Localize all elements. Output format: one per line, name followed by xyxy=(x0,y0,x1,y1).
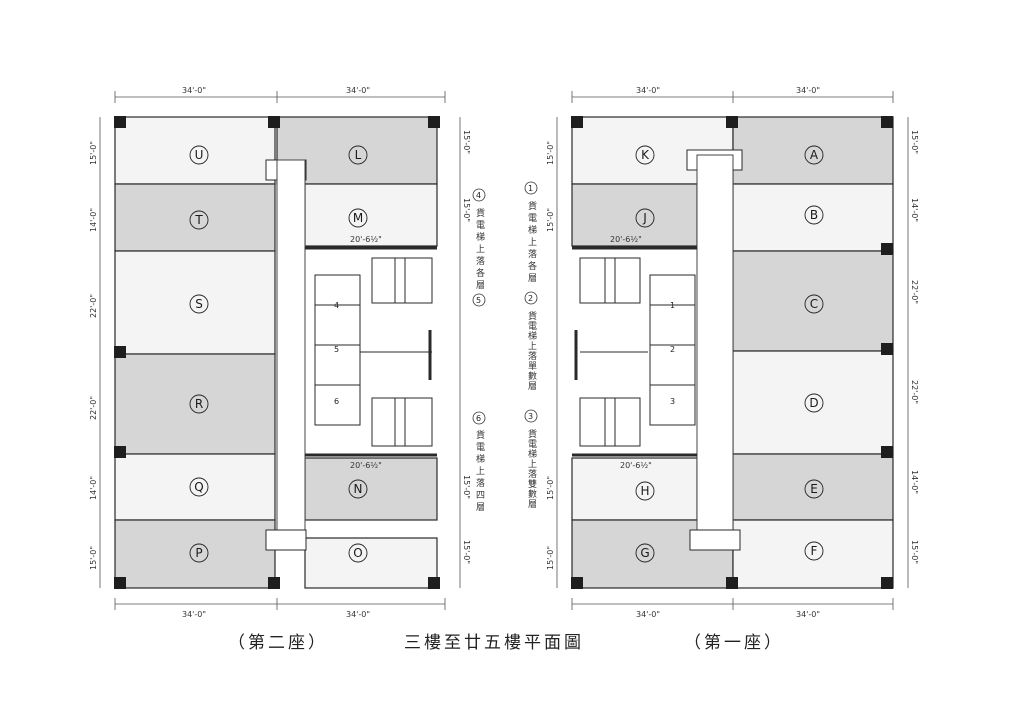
lift-2-label: 2 xyxy=(670,345,675,354)
unit-K-label: K xyxy=(641,148,650,162)
block-two-dim-right-row5: 15'-0" xyxy=(462,475,471,499)
block-one-dim-right-row1: 15'-0" xyxy=(910,130,919,154)
note-6-text: 貨電梯上落四層 xyxy=(474,429,485,514)
lift-6-label: 6 xyxy=(334,397,339,406)
block-two-dim-row4: 22'-0" xyxy=(89,396,98,420)
unit-S-label: S xyxy=(195,297,203,311)
unit-R-label: R xyxy=(195,397,203,411)
caption-block-two: （第二座） xyxy=(228,633,328,653)
block-one-dim-row2: 15'-0" xyxy=(546,208,555,232)
unit-F xyxy=(732,519,894,589)
block-one-dimensions xyxy=(556,91,909,610)
note-2-text: 貨電梯上落單數層 xyxy=(526,310,537,391)
block-one-bottom-dim-left: 34'-0" xyxy=(636,610,660,619)
note-4-text: 貨電梯上落各層 xyxy=(474,207,485,292)
unit-P-label: P xyxy=(195,546,202,560)
note-4-num: 4 xyxy=(476,191,481,200)
lift-5-label: 5 xyxy=(334,345,339,354)
unit-Q-label: Q xyxy=(194,480,203,494)
unit-A-label: A xyxy=(810,148,819,162)
block-two-top-dim-left: 34'-0" xyxy=(182,86,206,95)
block-two-corridor-dim-top: 20'-6½" xyxy=(350,235,382,244)
unit-Q xyxy=(114,453,276,521)
block-one-corridor-dim-bottom: 20'-6½" xyxy=(620,461,652,470)
unit-D-label: D xyxy=(809,396,818,410)
caption-block-one: （第一座） xyxy=(684,633,784,653)
lift-notes-right: 1 貨電梯上落各層 2 貨電梯上落單數層 3 貨電梯上落雙數層 xyxy=(524,181,538,509)
unit-F-label: F xyxy=(811,544,818,558)
unit-N xyxy=(304,457,438,521)
block-one-dim-right-row5: 14'-0" xyxy=(910,470,919,494)
block-one: 34'-0" 34'-0" 34'-0" 34'-0" 15'-0" 15'-0… xyxy=(546,86,919,619)
unit-S xyxy=(114,250,276,355)
note-3-text: 貨電梯上落雙數層 xyxy=(526,428,537,509)
unit-B-label: B xyxy=(810,208,818,222)
block-one-bottom-dim-right: 34'-0" xyxy=(796,610,820,619)
note-3-num: 3 xyxy=(528,412,533,421)
unit-U-label: U xyxy=(195,148,204,162)
block-two-top-dim-right: 34'-0" xyxy=(346,86,370,95)
block-two-dim-row5: 14'-0" xyxy=(89,476,98,500)
block-one-unit-labels xyxy=(635,145,824,563)
unit-H-label: H xyxy=(640,484,649,498)
unit-O xyxy=(304,537,438,589)
caption-title: 三樓至廿五樓平面圖 xyxy=(404,633,584,653)
block-two-corridor-dim-bottom: 20'-6½" xyxy=(350,461,382,470)
unit-C-label: C xyxy=(810,297,818,311)
note-2-num: 2 xyxy=(528,294,533,303)
block-two-dim-row2: 14'-0" xyxy=(89,208,98,232)
block-two-unit-labels xyxy=(189,145,368,563)
block-one-pillars xyxy=(571,116,893,589)
block-two-pillars xyxy=(114,116,440,589)
block-one-top-dim-left: 34'-0" xyxy=(636,86,660,95)
unit-D xyxy=(732,350,894,455)
unit-G-label: G xyxy=(640,546,649,560)
unit-L-label: L xyxy=(355,148,362,162)
unit-M-label: M xyxy=(353,211,363,225)
block-two-dim-row3: 22'-0" xyxy=(89,294,98,318)
block-one-dim-right-row2: 14'-0" xyxy=(910,198,919,222)
lift-1-label: 1 xyxy=(670,301,675,310)
unit-R xyxy=(114,353,276,455)
block-one-dim-row6: 15'-0" xyxy=(546,546,555,570)
unit-E-label: E xyxy=(810,482,818,496)
unit-P xyxy=(114,519,276,589)
block-one-dim-row5: 15'-0" xyxy=(546,476,555,500)
block-one-corridor-dim-top: 20'-6½" xyxy=(610,235,642,244)
block-two-dimensions xyxy=(99,91,461,610)
block-two-dim-right-row6: 15'-0" xyxy=(462,540,471,564)
block-two-dim-row1: 15'-0" xyxy=(89,141,98,165)
unit-U xyxy=(114,116,276,185)
note-5-num: 5 xyxy=(476,296,481,305)
lift-3-label: 3 xyxy=(670,397,675,406)
lift-4-label: 4 xyxy=(334,301,339,310)
note-1-text: 貨電梯上落各層 xyxy=(526,200,537,285)
block-two: 34'-0" 34'-0" 34'-0" 34'-0" 15'-0" 14'-0… xyxy=(89,86,471,619)
unit-B xyxy=(732,183,894,252)
unit-O-label: O xyxy=(353,546,362,560)
unit-J-label: J xyxy=(642,211,647,225)
block-two-bottom-dim-left: 34'-0" xyxy=(182,610,206,619)
block-two-dim-right-row2: 15'-0" xyxy=(462,198,471,222)
block-one-top-dim-right: 34'-0" xyxy=(796,86,820,95)
block-one-dim-right-row3: 22'-0" xyxy=(910,280,919,304)
unit-J xyxy=(571,183,698,247)
block-two-dim-row6: 15'-0" xyxy=(89,546,98,570)
block-one-dim-right-row4: 22'-0" xyxy=(910,380,919,404)
block-two-core xyxy=(265,159,437,551)
block-one-core xyxy=(572,149,743,551)
lift-notes-left: 4 貨電梯上落各層 5 6 貨電梯上落四層 xyxy=(472,188,486,514)
note-1-num: 1 xyxy=(528,184,533,193)
unit-A xyxy=(732,116,894,185)
block-two-dim-right-row1: 15'-0" xyxy=(462,130,471,154)
block-one-dim-right-row6: 15'-0" xyxy=(910,540,919,564)
note-6-num: 6 xyxy=(476,414,481,423)
block-one-dim-row1: 15'-0" xyxy=(546,141,555,165)
unit-T-label: T xyxy=(194,213,203,227)
unit-N-label: N xyxy=(354,482,363,496)
block-two-bottom-dim-right: 34'-0" xyxy=(346,610,370,619)
